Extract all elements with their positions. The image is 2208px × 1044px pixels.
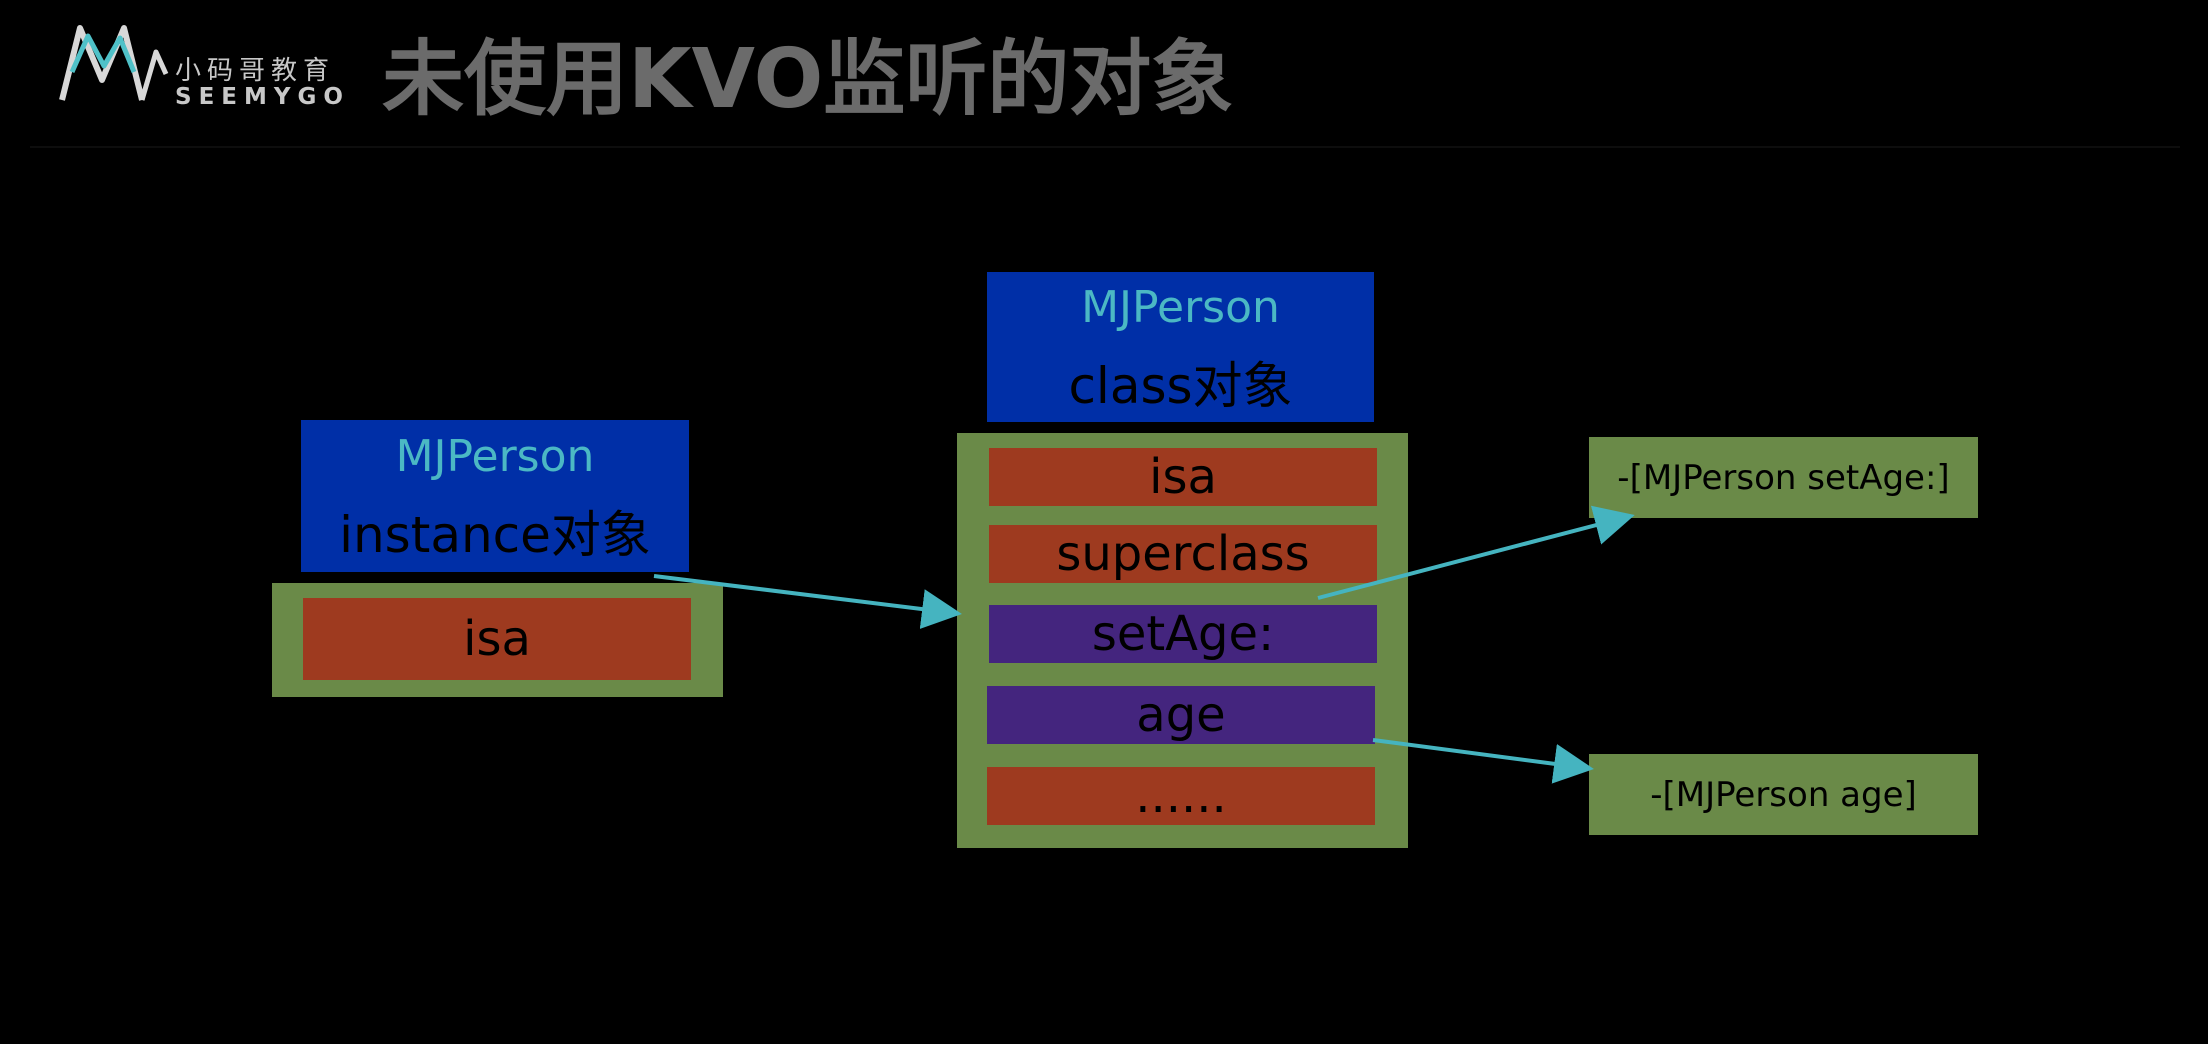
instance-class-name: MJPerson [395,431,595,482]
setage-implementation-box: -[MJPerson setAge:] [1589,437,1978,518]
instance-object-header: MJPerson instance对象 [301,420,689,572]
class-object-kind: class对象 [1068,357,1293,415]
class-name: MJPerson [1081,282,1280,333]
class-age-method-cell: age [987,686,1375,744]
class-ellipsis-cell: ...... [987,767,1375,825]
age-implementation-box: -[MJPerson age] [1589,754,1978,835]
setage-arrow [1317,505,1635,600]
class-object-header: MJPerson class对象 [987,272,1374,422]
header-divider [30,146,2180,148]
instance-isa-arrow [653,574,962,629]
logo-chinese-text: 小码哥教育 [175,56,336,86]
class-setage-method-cell: setAge: [989,605,1377,663]
class-isa-cell: isa [989,448,1377,506]
slide-title: 未使用KVO监听的对象 [382,32,1234,127]
class-superclass-cell: superclass [989,525,1377,583]
age-arrow [1372,738,1594,784]
logo-english-text: SEEMYGO [175,84,350,110]
instance-isa-cell: isa [303,598,691,680]
seemygo-logo-icon [59,25,169,101]
instance-object-kind: instance对象 [339,506,651,564]
